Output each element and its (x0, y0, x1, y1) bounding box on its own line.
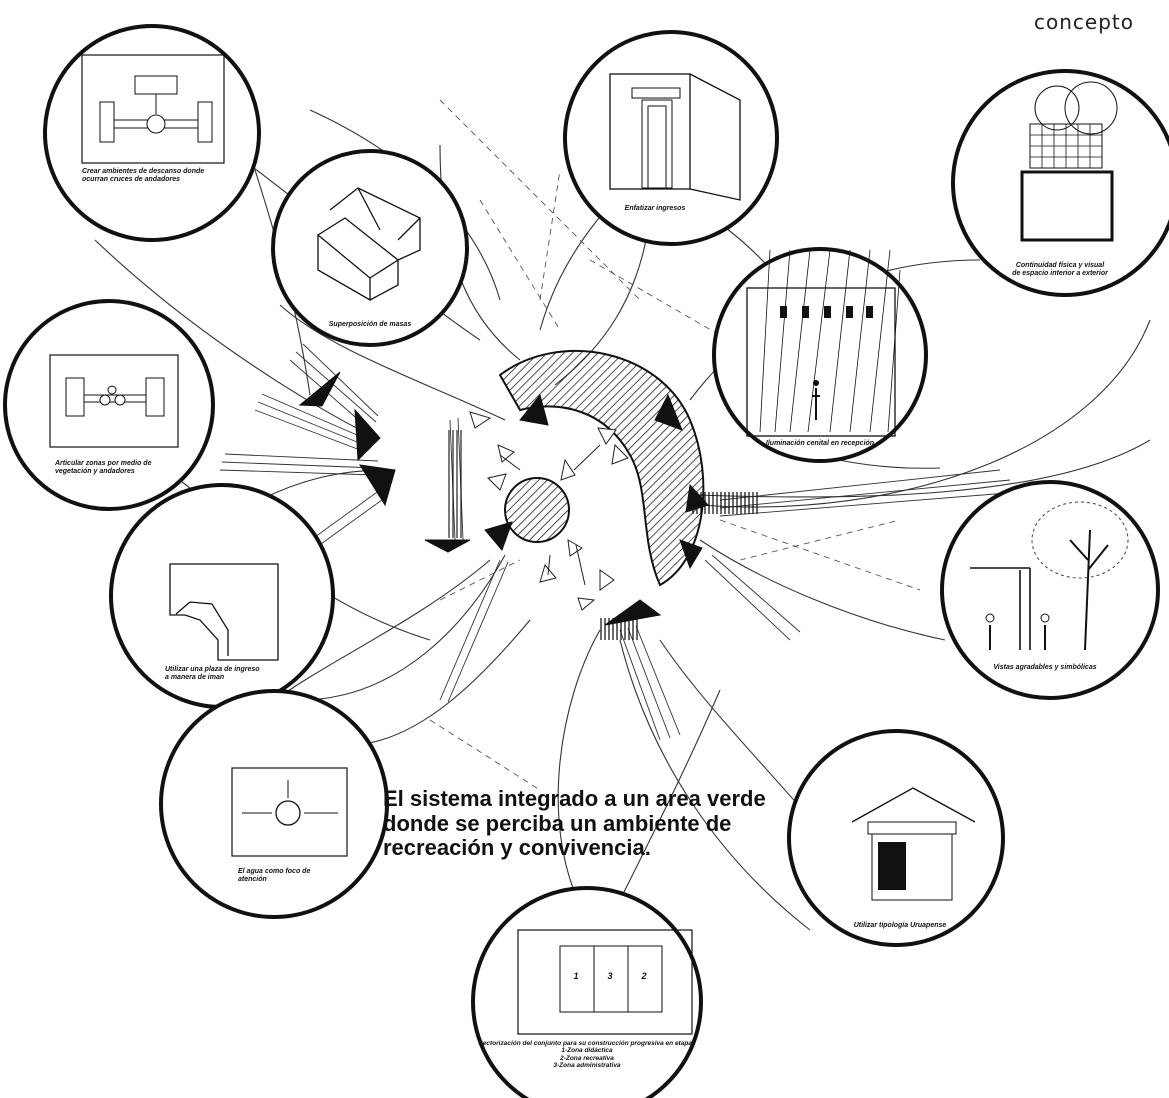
caption-agua: El agua como foco de atención (238, 868, 358, 884)
caption-line: Crear ambientes de descanso donde (82, 168, 242, 176)
main-statement: El sistema integrado a un area verde don… (383, 787, 783, 861)
caption-line: atención (238, 876, 358, 884)
caption-descanso: Crear ambientes de descanso donde ocurra… (82, 168, 242, 184)
concept-circle-descanso (45, 26, 259, 240)
caption-continuidad: Continuidad física y visual de espacio i… (990, 262, 1130, 278)
caption-articular: Articular zonas por medio de vegetación … (55, 460, 195, 476)
zone-list-item: 1-Zona didáctica (477, 1047, 697, 1054)
caption-line: Enfatizar ingresos (600, 205, 710, 213)
caption-sectorizacion: Sectorización del conjunto para su const… (477, 1040, 697, 1070)
caption-line: Articular zonas por medio de (55, 460, 195, 468)
caption-line: El agua como foco de (238, 868, 358, 876)
central-ring (500, 351, 703, 585)
caption-masas: Superposición de masas (300, 321, 440, 329)
caption-line: ocurran cruces de andadores (82, 176, 242, 184)
caption-line: Vistas agradables y simbólicas (975, 664, 1115, 672)
statement-line: donde se perciba un ambiente de (383, 812, 783, 837)
page-title: concepto (1034, 10, 1134, 34)
zone-label: 1 (568, 971, 584, 981)
zone-list-item: 3-Zona administrativa (477, 1062, 697, 1069)
caption-line: a manera de iman (165, 674, 295, 682)
concept-circle-iluminacion (714, 249, 926, 461)
concept-circle-tipologia (789, 731, 1003, 945)
caption-iluminacion: Iluminación cenital en recepción (745, 440, 895, 448)
caption-line: Utilizar una plaza de ingreso (165, 666, 295, 674)
caption-line: Superposición de masas (300, 321, 440, 329)
caption-tipologia: Utilizar tipología Uruapense (830, 922, 970, 930)
zone-label: 2 (636, 971, 652, 981)
statement-line: recreación y convivencia. (383, 836, 783, 861)
concept-circle-masas (273, 151, 467, 345)
zone-list-item: 2-Zona recreativa (477, 1055, 697, 1062)
caption-line: de espacio interior a exterior (990, 270, 1130, 278)
caption-ingresos: Enfatizar ingresos (600, 205, 710, 213)
caption-line: Continuidad física y visual (990, 262, 1130, 270)
caption-line: Utilizar tipología Uruapense (830, 922, 970, 930)
caption-line: Iluminación cenital en recepción (745, 440, 895, 448)
caption-vistas: Vistas agradables y simbólicas (975, 664, 1115, 672)
zone-label: 3 (602, 971, 618, 981)
caption-line: Sectorización del conjunto para su const… (477, 1040, 697, 1047)
concept-circle-articular (5, 301, 213, 509)
caption-line: vegetación y andadores (55, 468, 195, 476)
statement-line: El sistema integrado a un area verde (383, 787, 783, 812)
caption-plaza: Utilizar una plaza de ingreso a manera d… (165, 666, 295, 682)
